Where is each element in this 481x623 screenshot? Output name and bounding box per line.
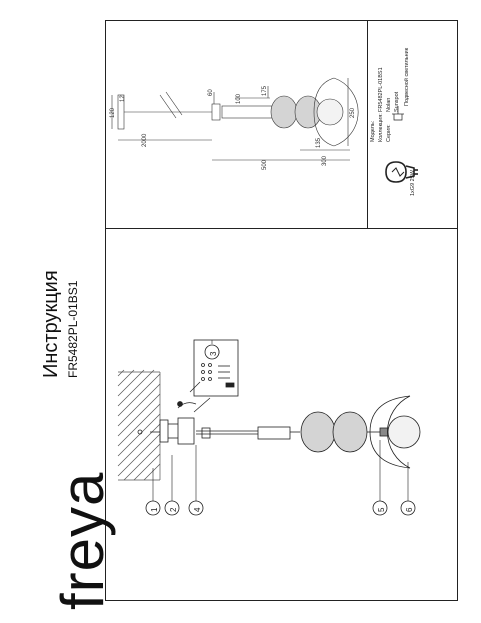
glass-spheres	[300, 411, 389, 453]
callout-6: 6	[405, 507, 414, 512]
dim-label: 100	[236, 93, 242, 104]
callout-5: 5	[377, 507, 386, 512]
info-type-value: Подвесной светильник	[404, 47, 410, 106]
ceiling-hatch	[117, 369, 161, 481]
panel-divider-horizontal	[105, 228, 458, 229]
callout-3: 3	[209, 351, 218, 356]
shade-dome	[369, 395, 421, 469]
dim-label: 500	[262, 159, 268, 170]
bulb-spec: 1xG9 25W	[410, 170, 416, 196]
callout-circles	[145, 344, 416, 516]
wiring-detail	[177, 381, 211, 413]
callout-4: 4	[193, 507, 202, 512]
dim-label: 2000	[142, 133, 148, 147]
info-icons	[392, 106, 404, 121]
info-collection-value: Nolan	[386, 97, 392, 112]
dim-label: 175	[262, 85, 268, 96]
instruction-sheet-frame	[105, 20, 458, 601]
info-series-value: Sunspot	[394, 91, 400, 112]
dim-label: 60	[208, 89, 214, 96]
dim-label: 300	[322, 155, 328, 166]
info-model-value: FR5482PL-01BS1	[378, 67, 384, 112]
panel-divider-vertical	[367, 20, 368, 228]
dim-label: 12	[120, 95, 126, 102]
dim-drawing	[111, 77, 359, 161]
info-collection-label: Коллекция:	[378, 113, 384, 142]
info-model-label: Модель:	[370, 120, 376, 142]
bulb-icon	[385, 161, 418, 183]
callout-1: 1	[150, 507, 159, 512]
info-series-label: Серия:	[386, 124, 392, 142]
ceiling-bracket	[137, 417, 195, 445]
suspension-rod	[196, 426, 300, 440]
dim-label: 120	[110, 107, 116, 118]
dim-label: 250	[350, 107, 356, 118]
callout-leaders	[152, 340, 409, 502]
dim-label: 135	[316, 137, 322, 148]
callout-2: 2	[169, 507, 178, 512]
